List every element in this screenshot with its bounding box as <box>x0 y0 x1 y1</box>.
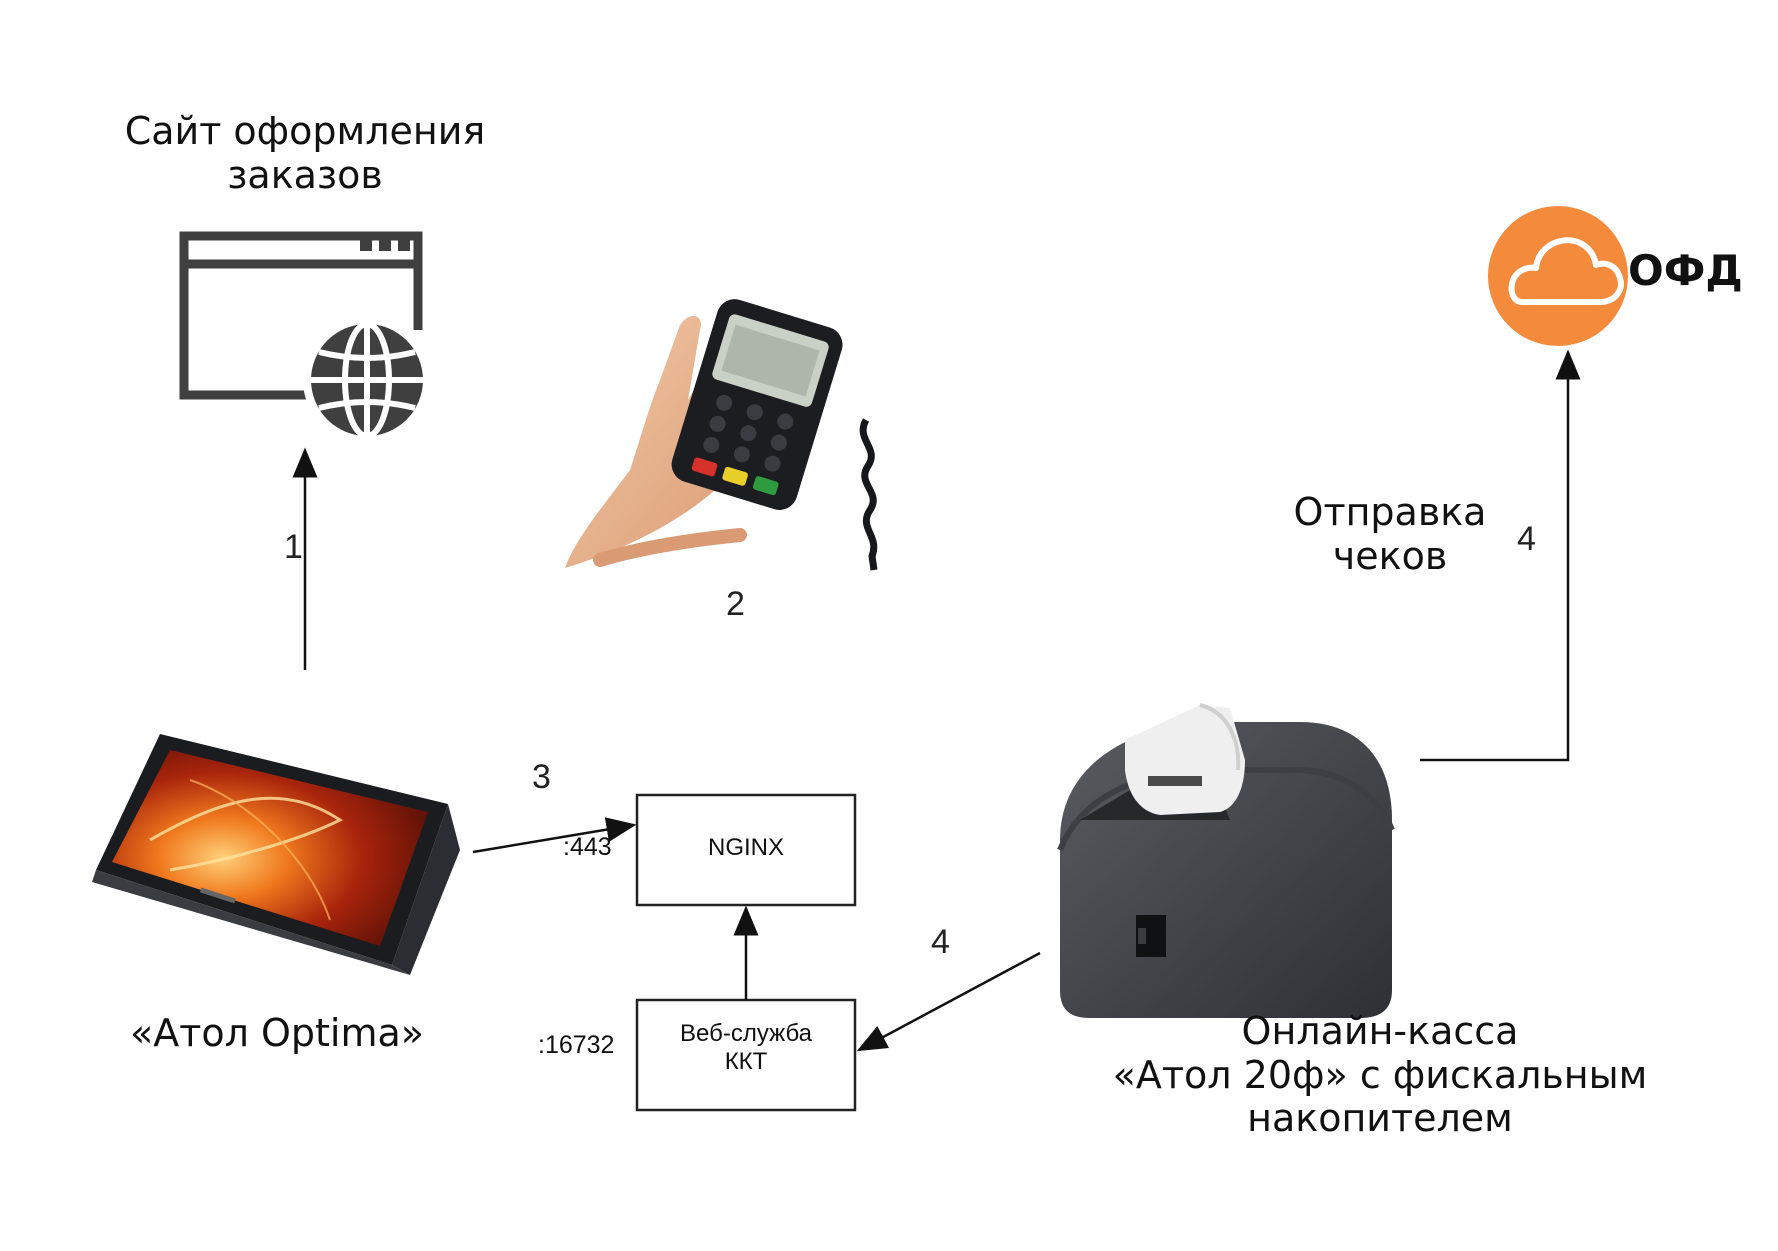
atol-optima-label: «Атол Optima» <box>130 1011 425 1055</box>
kkt-service-label-line1: Веб-служба <box>680 1020 812 1047</box>
send-receipts-line2: чеков <box>1332 533 1448 578</box>
site-title-line2: заказов <box>227 152 383 197</box>
nginx-box <box>635 793 857 907</box>
site-title: Сайт оформления заказов <box>100 109 510 197</box>
step-label-4-kkt: 4 <box>931 923 950 961</box>
kkt-service-label-line2: ККТ <box>724 1047 768 1075</box>
kkt-port: :16732 <box>538 1031 615 1059</box>
ofd-label: ОФД <box>1628 246 1743 295</box>
card-payment-terminal-icon <box>565 299 878 571</box>
step-label-3: 3 <box>532 758 551 796</box>
tablet-pos-icon <box>92 734 460 975</box>
nginx-label: NGINX <box>707 834 784 861</box>
kkt-service-label: Веб-служба ККТ <box>637 1020 855 1075</box>
arrow-optima-to-nginx <box>472 817 637 854</box>
send-receipts-label: Отправка чеков <box>1270 490 1510 578</box>
arrow-printer-to-kkt <box>856 951 1041 1052</box>
receipt-printer-icon <box>1057 703 1395 1018</box>
ofd-cloud-icon <box>1488 206 1628 346</box>
step-label-4-ofd: 4 <box>1517 520 1536 558</box>
site-title-line1: Сайт оформления <box>124 109 486 153</box>
printer-label-line2: «Атол 20ф» с фискальным <box>1112 1052 1648 1097</box>
send-receipts-line1: Отправка <box>1293 490 1487 534</box>
step-label-1: 1 <box>284 528 303 566</box>
printer-label-line1: Онлайн-касса <box>1241 1009 1519 1053</box>
arrow-printer-to-ofd <box>1420 349 1581 762</box>
printer-label-line3: накопителем <box>1247 1096 1513 1141</box>
step-label-2: 2 <box>726 585 745 623</box>
printer-label: Онлайн-касса «Атол 20ф» с фискальным нак… <box>1090 1009 1670 1141</box>
kkt-service-box <box>635 998 857 1112</box>
browser-globe-icon <box>179 231 431 444</box>
nginx-port: :443 <box>563 833 612 861</box>
